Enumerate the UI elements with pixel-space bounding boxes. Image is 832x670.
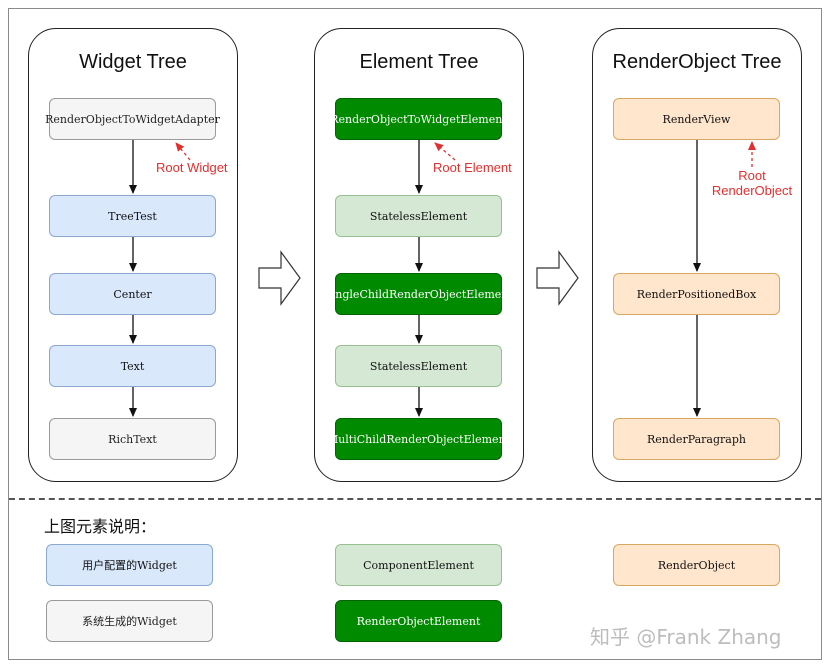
legend-component-element: ComponentElement [335,544,502,586]
legend-system-widget: 系统生成的Widget [46,600,213,642]
legend-title: 上图元素说明： [44,517,157,536]
render-node-paragraph: RenderParagraph [613,418,780,460]
element-node-stateless-1: StatelessElement [335,195,502,237]
root-render-object-label-line1: Root [738,168,766,183]
element-node-single-child: SingleChildRenderObjectElement [324,273,513,315]
widget-tree-title: Widget Tree [79,51,187,73]
root-render-object-label: Root RenderObject [708,168,796,198]
root-widget-arrow [175,142,191,161]
watermark: 知乎 @Frank Zhang [590,625,782,649]
render-node-positioned-box: RenderPositionedBox [613,273,780,315]
diagram-frame [8,8,822,660]
legend-render-object-element: RenderObjectElement [335,600,502,642]
widget-node-richtext: RichText [49,418,216,460]
widget-node-treetest: TreeTest [49,195,216,237]
widget-node-adapter: RenderObjectToWidgetAdapter [45,98,220,140]
render-object-tree-title: RenderObject Tree [612,51,782,73]
root-element-label: Root Element [433,160,512,175]
widget-node-text: Text [49,345,216,387]
element-node-multi-child: MultiChildRenderObjectElement [327,418,510,460]
root-render-object-label-line2: RenderObject [711,183,793,198]
render-node-renderview: RenderView [613,98,780,140]
root-element-arrow [434,142,456,161]
element-node-stateless-2: StatelessElement [335,345,502,387]
block-arrow-element-to-render [536,250,579,306]
element-node-root: RenderObjectToWidgetElement [330,98,507,140]
widget-node-center: Center [49,273,216,315]
block-arrow-widget-to-element [258,250,301,306]
section-divider [9,498,821,500]
element-tree-title: Element Tree [359,51,479,73]
legend-render-object: RenderObject [613,544,780,586]
legend-user-widget: 用户配置的Widget [46,544,213,586]
root-widget-label: Root Widget [156,160,228,175]
